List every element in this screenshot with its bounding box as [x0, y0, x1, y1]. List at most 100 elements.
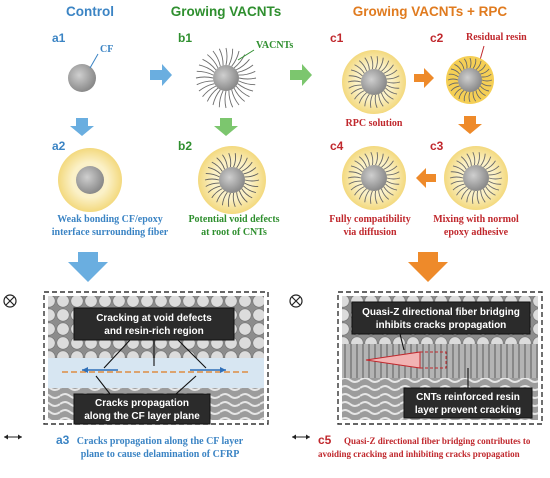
- cnt-strand: [456, 186, 467, 196]
- vacnts-pointer: [237, 49, 255, 61]
- caption-a2-2: interface surrounding fiber: [52, 227, 169, 238]
- cnt-strand: [348, 84, 362, 89]
- vacnt-forest: [447, 57, 493, 103]
- label-residual-resin: Residual resin: [466, 32, 527, 43]
- cnt-strand: [454, 88, 462, 96]
- c5-bottom-callout: [403, 387, 533, 419]
- cnt-strand: [450, 85, 460, 92]
- panel-label-b2: b2: [178, 139, 192, 153]
- cnt-strand: [450, 68, 460, 75]
- cnt-strand: [354, 186, 365, 196]
- cnt-strand: [202, 58, 217, 71]
- out-of-plane-icon: [3, 294, 17, 308]
- cnt-strand: [475, 90, 482, 100]
- cnt-strand: [350, 165, 363, 173]
- arrow-right-c1-c2: [414, 68, 434, 88]
- cnt-strand: [216, 157, 226, 170]
- cnt-strand: [374, 94, 378, 108]
- carbon-fiber: [361, 69, 387, 95]
- a3-bottom-callout: [73, 393, 211, 425]
- cnt-strand: [385, 183, 398, 191]
- cnt-strand: [218, 48, 224, 66]
- cnt-strand: [350, 183, 363, 191]
- cnt-strand: [244, 182, 259, 187]
- cnt-strand: [472, 91, 477, 102]
- cnt-strand: [350, 87, 363, 95]
- header-growing-vacnts: Growing VACNTs: [171, 4, 282, 19]
- cnt-strand: [383, 160, 394, 170]
- caption-c3-2: epoxy adhesive: [444, 227, 509, 238]
- cnt-strand: [370, 152, 374, 166]
- panel-label-a1: a1: [52, 31, 66, 45]
- cnt-strand: [472, 58, 477, 69]
- cnt-strand: [370, 56, 374, 70]
- arrow-right-a1-b1: [150, 64, 172, 86]
- cnt-strand: [456, 160, 467, 170]
- cnt-strand: [466, 153, 472, 166]
- cnt-strand: [354, 160, 365, 170]
- residual-resin-pointer: [479, 45, 485, 61]
- cnt-strand: [204, 178, 220, 181]
- cnt-strand: [224, 90, 227, 109]
- cnt-strand: [211, 188, 223, 199]
- cnt-strand: [348, 75, 362, 80]
- cnt-strand: [364, 57, 370, 70]
- label-rpc-solution: RPC solution: [346, 118, 403, 129]
- cnt-strand: [196, 70, 214, 76]
- resin-rich-region: [48, 358, 264, 388]
- cnt-strand: [198, 83, 215, 92]
- caption-a3-2: plane to cause delamination of CFRP: [81, 449, 240, 460]
- cnt-strand: [478, 88, 486, 96]
- cnt-strand: [450, 180, 464, 185]
- arrow-left-c3-c4: [416, 168, 436, 188]
- cnt-strand: [383, 186, 394, 196]
- cnt-strand: [469, 57, 472, 69]
- cnt-strand: [375, 56, 378, 70]
- c5-bottom-text-1: CNTs reinforced resin: [416, 392, 520, 403]
- cnt-strand: [244, 173, 259, 178]
- cnt-strand: [378, 94, 384, 107]
- cnt-strand: [383, 64, 394, 74]
- cnt-strand: [374, 190, 378, 204]
- cnt-strand: [241, 161, 253, 172]
- caption-a3-1: Cracks propagation along the CF layer: [77, 436, 244, 447]
- header-growing-vacnts-rpc: Growing VACNTs + RPC: [353, 4, 508, 19]
- cnt-strand: [386, 177, 401, 180]
- cnt-strand: [348, 180, 362, 185]
- cnt-strand: [216, 190, 225, 203]
- label-vacnts: VACNTs: [256, 40, 293, 51]
- a3-top-text-1: Cracking at void defects: [96, 313, 212, 324]
- cnt-strand: [207, 54, 219, 69]
- a3-bottom-text-2: along the CF layer plane: [84, 411, 200, 422]
- carbon-fiber: [458, 68, 482, 92]
- cnt-strand: [378, 153, 384, 167]
- cnt-strand: [480, 153, 486, 167]
- cnt-strand: [381, 60, 390, 72]
- cnt-strand: [235, 85, 250, 98]
- caption-b2-1: Potential void defects: [188, 214, 279, 225]
- cnt-strand: [237, 83, 254, 92]
- cnt-strand: [480, 68, 490, 75]
- cnt-strand: [450, 171, 464, 176]
- cnt-strand: [231, 89, 240, 106]
- cnt-strand: [452, 183, 465, 191]
- cnt-strand: [475, 60, 482, 70]
- cnt-strand: [466, 189, 472, 203]
- cnt-strand: [231, 50, 240, 67]
- cnt-strand: [476, 190, 480, 204]
- cnt-strand: [468, 91, 471, 103]
- vacnt-forest: [347, 56, 401, 108]
- a3-pointer-lines: [103, 339, 207, 369]
- cnt-strand: [448, 73, 459, 78]
- cnt-strand: [364, 189, 370, 203]
- cnt-strand: [381, 156, 390, 168]
- caption-b2-2: at root of CNTs: [201, 227, 267, 238]
- cnt-strand: [386, 81, 401, 84]
- cnt-strand: [458, 90, 465, 100]
- cnt-strand: [447, 78, 459, 81]
- cnt-strand: [487, 165, 500, 173]
- carbon-fiber: [463, 165, 489, 191]
- cnt-strand: [485, 186, 496, 196]
- out-of-plane-icon: [289, 294, 303, 308]
